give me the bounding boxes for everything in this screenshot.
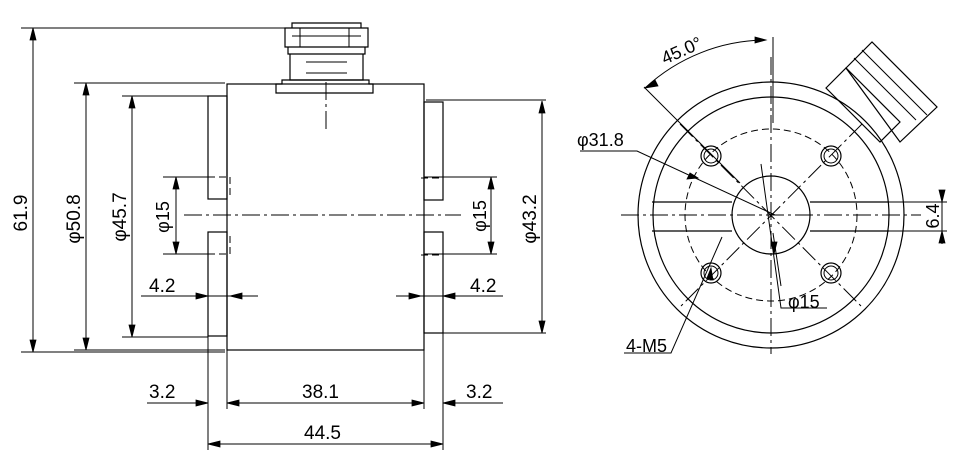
flange-diameter-label: φ50.8 (64, 194, 85, 243)
end-connector-details (853, 49, 928, 121)
arrow-45-7-top (128, 95, 136, 109)
left-lower-flange (207, 231, 228, 337)
connector-details (292, 28, 361, 74)
arrow-43-2-bottom (538, 320, 546, 334)
mount-hole-bottom-right-inner (823, 265, 839, 281)
mount-hole-top-left (700, 145, 722, 167)
left-bore-label: φ15 (153, 201, 173, 233)
bolt-circle-arrow (686, 172, 700, 180)
arrow-61-9-bottom (29, 339, 37, 353)
overall-length-label: 44.5 (304, 423, 341, 444)
mount-hole-top-right-inner (823, 148, 839, 164)
bolt-circle-label: φ31.8 (577, 130, 624, 150)
mount-hole-bottom-left-inner (703, 265, 719, 281)
arrow-overall-length-right (430, 440, 444, 448)
arrow-left-bore-bottom (172, 241, 180, 255)
arrow-45-7-bottom (128, 324, 136, 338)
threaded-holes-arrow (706, 266, 714, 281)
overall-height-label: 61.9 (11, 195, 32, 232)
body-diameter-label: φ45.7 (110, 192, 131, 241)
right-upper-flange (423, 101, 444, 201)
angle-label: 45.0° (658, 33, 705, 68)
side-extension-lines (21, 27, 546, 353)
threaded-holes-label: 4-M5 (626, 336, 667, 356)
center-bore-arrow (770, 241, 778, 255)
left-upper-flange (207, 95, 228, 200)
arrow-right-recess-a (408, 292, 422, 300)
arrow-left-recess-b (229, 292, 243, 300)
hidden-bore-lines (208, 176, 444, 256)
side-dimensions: 61.9 φ50.8 φ45.7 φ15 φ15 φ43.2 4.2 4.2 3… (11, 27, 546, 450)
arrow-left-recess-a (195, 292, 209, 300)
slot-width-arrow-bottom (938, 230, 946, 244)
connector-top-view (284, 22, 369, 81)
left-recess-label: 4.2 (149, 276, 175, 297)
right-diameter-label: φ43.2 (520, 194, 541, 243)
arrow-body-left (226, 399, 240, 407)
arrow-right-bore-bottom (487, 241, 495, 255)
arrow-body-right (411, 399, 425, 407)
angle-arrow-left (643, 79, 659, 89)
arrow-left-bore-top (172, 176, 180, 190)
end-view: 45.0° φ31.8 φ15 6.4 4-M5 (577, 33, 947, 356)
arrow-50-8-top (82, 82, 90, 96)
center-bore-label: φ15 (788, 292, 820, 312)
right-flange-width-label: 3.2 (466, 382, 492, 403)
slot-width-arrow-top (938, 189, 946, 203)
side-view (184, 22, 461, 351)
slot-width-label: 6.4 (923, 203, 943, 228)
end-connector-body (825, 67, 901, 143)
arrow-left-flange-a (195, 399, 209, 407)
arrow-61-9-top (29, 27, 37, 41)
arrow-right-recess-b (442, 292, 456, 300)
angle-dimension-arc (644, 39, 767, 89)
mount-hole-top-left-inner (703, 148, 719, 164)
mount-hole-bottom-right (820, 262, 842, 284)
connector-base (275, 79, 374, 94)
angle-extension-lines (643, 37, 774, 184)
center-slot (652, 201, 889, 232)
end-view-centerlines (621, 57, 921, 354)
body-length-label: 38.1 (302, 382, 339, 403)
arrow-overall-length-left (207, 440, 221, 448)
left-flange-width-label: 3.2 (149, 382, 175, 403)
right-lower-flange (423, 231, 444, 334)
angle-arrow-right (754, 36, 768, 44)
arrow-43-2-top (538, 100, 546, 114)
right-recess-label: 4.2 (470, 276, 496, 297)
bolt-circle-leader (580, 150, 776, 216)
arrow-50-8-bottom (82, 337, 90, 351)
right-bore-label: φ15 (470, 200, 490, 232)
arrow-right-bore-top (487, 176, 495, 190)
mount-hole-top-right (820, 145, 842, 167)
side-vertical-dimension-lines (32, 28, 543, 352)
arrow-right-flange-b (442, 399, 456, 407)
threaded-holes-leader (624, 236, 723, 354)
